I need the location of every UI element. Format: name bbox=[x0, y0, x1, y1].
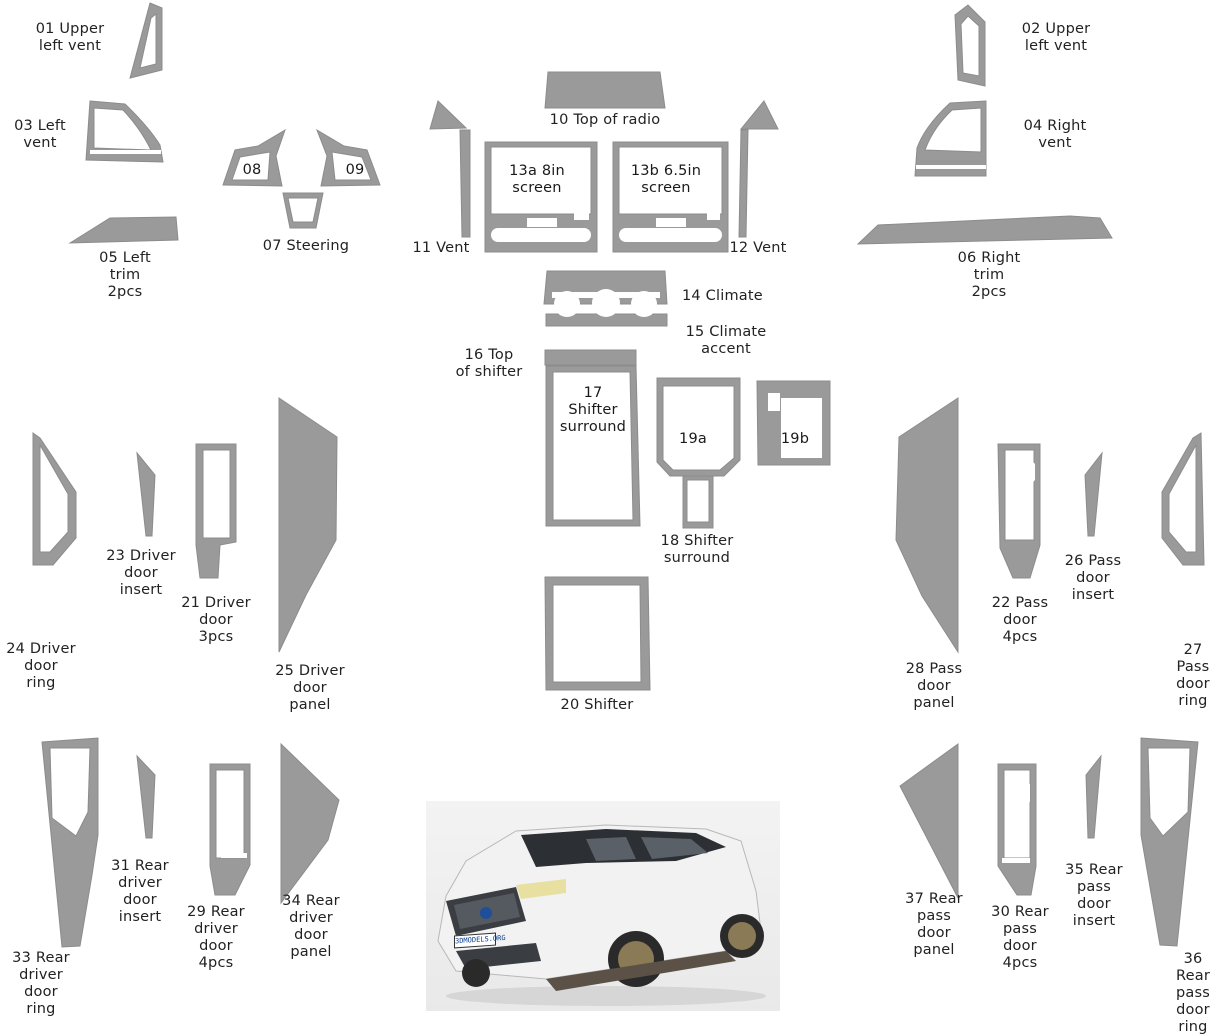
part-23-driver-door-insert bbox=[136, 451, 156, 537]
part-13b-screen bbox=[612, 141, 729, 253]
part-11-vent bbox=[429, 100, 471, 238]
part-06-right-trim bbox=[856, 215, 1113, 245]
part-36-rear-pass-door-ring bbox=[1140, 737, 1199, 947]
part-12-vent bbox=[738, 100, 779, 238]
label-20-shifter: 20 Shifter bbox=[560, 697, 634, 713]
part-34-rear-driver-door-panel bbox=[280, 742, 340, 905]
part-13a-screen bbox=[484, 141, 598, 253]
part-18-shifter-surround bbox=[682, 474, 714, 529]
label-08: 08 bbox=[242, 162, 262, 178]
part-35-rear-pass-door-insert bbox=[1085, 754, 1102, 839]
label-13a-screen: 13a 8in screen bbox=[509, 163, 565, 196]
label-05-left-trim: 05 Left trim 2pcs bbox=[99, 250, 151, 300]
label-35-rear-pass-door-insert: 35 Rear pass door insert bbox=[1065, 862, 1123, 929]
label-17-shifter-surround: 17 Shifter surround bbox=[559, 385, 627, 435]
part-19a bbox=[656, 377, 741, 477]
part-24-driver-door-ring bbox=[32, 432, 77, 566]
label-09: 09 bbox=[345, 162, 365, 178]
label-28-pass-door-panel: 28 Pass door panel bbox=[905, 661, 963, 711]
car-image: 3DMODELS.ORG bbox=[426, 801, 780, 1011]
suv-illustration bbox=[437, 824, 766, 1006]
label-26-pass-door-insert: 26 Pass door insert bbox=[1064, 553, 1122, 603]
label-04-right-vent: 04 Right vent bbox=[1023, 118, 1087, 151]
label-10-top-of-radio: 10 Top of radio bbox=[549, 112, 661, 128]
label-25-driver-door-panel: 25 Driver door panel bbox=[275, 663, 345, 713]
part-33-rear-driver-door-ring bbox=[41, 737, 99, 948]
part-15-climate-accent bbox=[545, 313, 668, 327]
label-01-upper-left-vent: 01 Upper left vent bbox=[35, 21, 105, 54]
part-25-driver-door-panel bbox=[278, 397, 338, 653]
label-15-climate-accent: 15 Climate accent bbox=[685, 324, 767, 357]
label-37-rear-pass-door-panel: 37 Rear pass door panel bbox=[905, 891, 963, 958]
part-28-pass-door-panel bbox=[895, 397, 959, 654]
part-04-right-vent bbox=[914, 100, 987, 177]
part-17-shifter-surround bbox=[545, 365, 641, 527]
label-31-rear-driver-door-insert: 31 Rear driver door insert bbox=[111, 858, 169, 925]
label-18-shifter-surround: 18 Shifter surround bbox=[660, 533, 734, 566]
part-02-upper-vent bbox=[954, 4, 986, 87]
label-14-climate: 14 Climate bbox=[682, 288, 763, 304]
label-23-driver-door-insert: 23 Driver door insert bbox=[106, 548, 176, 598]
label-19a: 19a bbox=[679, 431, 707, 447]
label-16-top-of-shifter: 16 Top of shifter bbox=[455, 347, 523, 380]
label-19b: 19b bbox=[780, 431, 810, 447]
label-22-pass-door: 22 Pass door 4pcs bbox=[991, 595, 1049, 645]
part-20-shifter bbox=[544, 576, 651, 691]
part-01-upper-left-vent bbox=[129, 2, 163, 79]
label-36-rear-pass-door-ring: 36 Rear pass door ring bbox=[1176, 951, 1210, 1035]
part-37-rear-pass-door-panel bbox=[899, 743, 959, 899]
label-12-vent: 12 Vent bbox=[729, 240, 787, 256]
label-27-pass-door-ring: 27 Pass door ring bbox=[1176, 642, 1210, 709]
part-22-pass-door bbox=[997, 443, 1041, 579]
label-03-left-vent: 03 Left vent bbox=[14, 118, 66, 151]
part-27-pass-door-ring bbox=[1161, 432, 1205, 566]
part-09-steering bbox=[316, 128, 381, 187]
part-03-left-vent bbox=[85, 100, 164, 163]
label-02-upper-vent: 02 Upper left vent bbox=[1021, 21, 1091, 54]
part-31-rear-driver-door-insert bbox=[136, 754, 156, 839]
label-07-steering: 07 Steering bbox=[262, 238, 350, 254]
part-26-pass-door-insert bbox=[1084, 451, 1103, 537]
part-07-steering bbox=[282, 192, 324, 229]
label-33-rear-driver-door-ring: 33 Rear driver door ring bbox=[12, 950, 70, 1017]
part-21-driver-door bbox=[195, 443, 237, 579]
label-29-rear-driver-door: 29 Rear driver door 4pcs bbox=[187, 904, 245, 971]
part-08-steering bbox=[222, 128, 286, 187]
label-21-driver-door: 21 Driver door 3pcs bbox=[181, 595, 251, 645]
label-30-rear-pass-door: 30 Rear pass door 4pcs bbox=[991, 904, 1049, 971]
label-11-vent: 11 Vent bbox=[412, 240, 470, 256]
part-10-top-of-radio bbox=[544, 71, 666, 109]
part-16-top-of-shifter bbox=[544, 349, 637, 366]
label-24-driver-door-ring: 24 Driver door ring bbox=[6, 641, 76, 691]
label-34-rear-driver-door-panel: 34 Rear driver door panel bbox=[282, 893, 340, 960]
label-06-right-trim: 06 Right trim 2pcs bbox=[957, 250, 1021, 300]
label-13b-screen: 13b 6.5in screen bbox=[630, 163, 702, 196]
part-05-left-trim bbox=[68, 216, 179, 244]
